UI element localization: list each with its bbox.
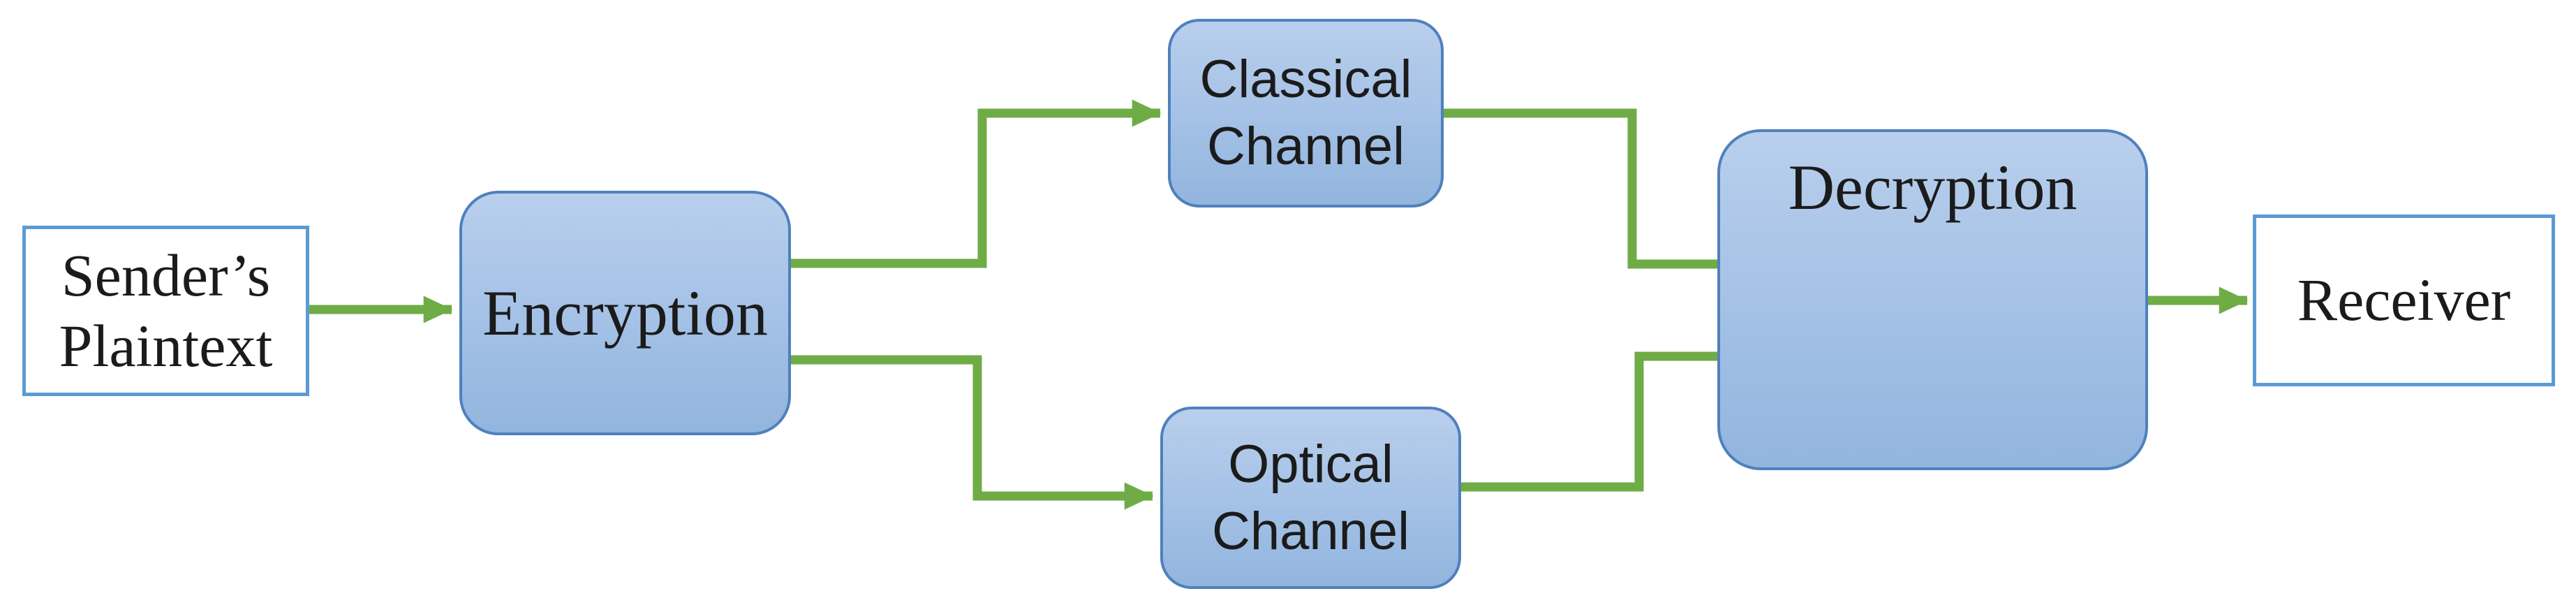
classical-channel-label-line1: Classical bbox=[1199, 50, 1412, 110]
receiver-label: Receiver bbox=[2297, 266, 2511, 334]
encryption-label: Encryption bbox=[482, 277, 768, 349]
node-decryption: Decryption bbox=[1717, 129, 2148, 470]
senders-plaintext-label-line1: Sender’s bbox=[61, 241, 271, 309]
node-encryption: Encryption bbox=[459, 191, 791, 435]
optical-channel-label-line2: Channel bbox=[1211, 501, 1410, 561]
connector-encryption-to-classical-channel bbox=[791, 99, 1162, 268]
node-senders-plaintext: Sender’s Plaintext bbox=[22, 226, 309, 396]
node-classical-channel: Classical Channel bbox=[1168, 19, 1444, 207]
senders-plaintext-label-line2: Plaintext bbox=[59, 312, 273, 379]
optical-channel-label-line1: Optical bbox=[1228, 434, 1393, 494]
classical-channel-label-line2: Channel bbox=[1206, 117, 1405, 176]
decryption-label: Decryption bbox=[1788, 152, 2078, 223]
node-optical-channel: Optical Channel bbox=[1160, 407, 1461, 589]
connector-encryption-to-optical-channel bbox=[791, 355, 1154, 510]
node-receiver: Receiver bbox=[2253, 214, 2555, 386]
